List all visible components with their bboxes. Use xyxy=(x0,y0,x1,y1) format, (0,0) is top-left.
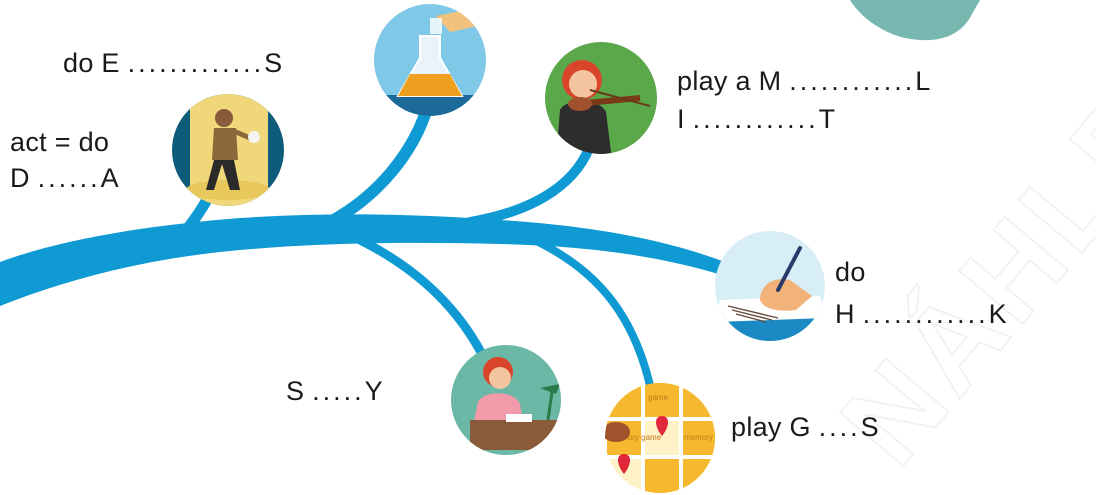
card-label-memory: memory game xyxy=(610,433,662,442)
clue-games-end: S xyxy=(860,412,879,442)
actor-illustration xyxy=(172,94,284,206)
clue-drama-line1: act = do xyxy=(10,129,109,156)
clue-experiments-start: do E xyxy=(63,48,120,78)
clue-study-end: Y xyxy=(364,376,383,406)
branch-music xyxy=(465,135,597,227)
clue-music-dots: ............ xyxy=(789,66,916,96)
clue-drama-line2: D ......A xyxy=(10,165,119,192)
mind-map-tree xyxy=(0,214,725,306)
clue-homework-line1: do xyxy=(835,259,866,286)
teal-decorative-shape xyxy=(850,0,980,41)
clue-drama-prefix: act = do xyxy=(10,127,110,157)
clue-games-start: play G xyxy=(731,412,811,442)
writing-hand-illustration xyxy=(715,231,825,341)
clue-experiments-dots: ............. xyxy=(127,48,265,78)
memory-cards-illustration: game memory game memory game xyxy=(605,383,736,493)
violin-girl-illustration xyxy=(545,42,657,154)
clue-music-start: play a M xyxy=(677,66,782,96)
clue-drama-start: D xyxy=(10,163,30,193)
clue-music-line2-end: T xyxy=(818,104,836,134)
clue-study-start: S xyxy=(286,376,305,406)
clue-experiments-end: S xyxy=(264,48,283,78)
branch-experiments xyxy=(324,99,434,228)
clue-games-dots: .... xyxy=(818,412,861,442)
branch-games xyxy=(526,234,659,414)
clue-study: S .....Y xyxy=(286,378,383,405)
clue-games: play G ....S xyxy=(731,414,879,441)
clue-homework-start: H xyxy=(835,299,855,329)
clue-drama-end: A xyxy=(100,163,119,193)
clue-music-line2-start: I xyxy=(677,104,685,134)
studying-girl-illustration xyxy=(451,345,561,455)
clue-homework-do: do xyxy=(835,257,866,287)
main-trunk xyxy=(0,214,725,306)
card-label-memory-2: memory game xyxy=(684,433,736,442)
chemistry-flask-illustration xyxy=(374,4,486,116)
clue-homework-line2: H ............K xyxy=(835,301,1007,328)
clue-music-line2: I ............T xyxy=(677,106,835,133)
clue-homework-dots: ............ xyxy=(862,299,989,329)
clue-drama-dots: ...... xyxy=(37,163,101,193)
card-label-game: game xyxy=(648,393,669,402)
clue-homework-end: K xyxy=(988,299,1007,329)
clue-study-dots: ..... xyxy=(312,376,365,406)
branch-study xyxy=(355,235,490,365)
clue-music-line2-dots: ............ xyxy=(692,104,819,134)
clue-experiments: do E .............S xyxy=(63,50,282,77)
mind-map-branches xyxy=(174,99,659,414)
clue-music-end: L xyxy=(915,66,931,96)
clue-music-line1: play a M ............L xyxy=(677,68,931,95)
